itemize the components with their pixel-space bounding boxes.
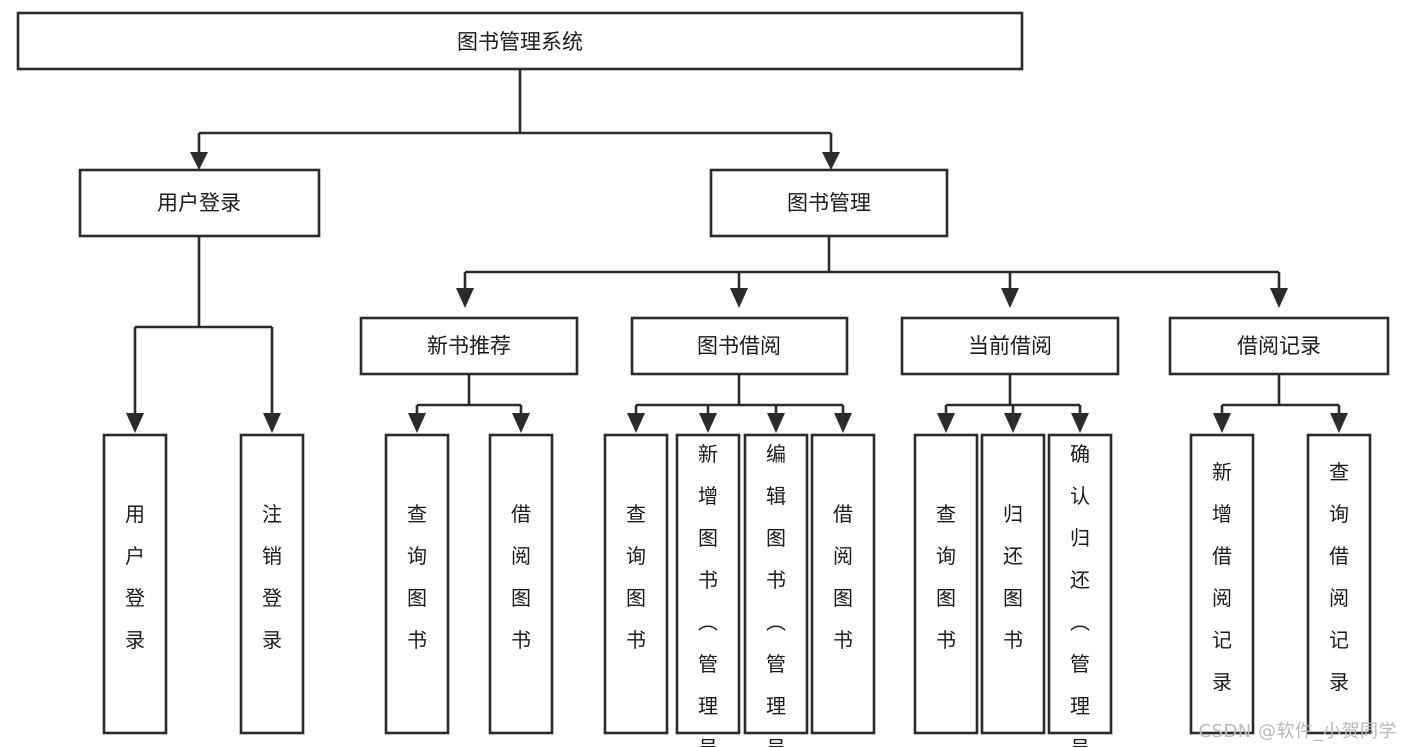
node-leaf-add-book-box[interactable] <box>675 433 741 735</box>
connector-bookborrow-to-children <box>634 374 845 413</box>
connector-newbook-to-children <box>415 374 523 413</box>
arrowhead-leaf-confirm-return <box>1071 413 1089 433</box>
node-leaf-return-book-label: 归还图书 <box>1003 502 1023 652</box>
node-leaf-query-book-2-label: 查询图书 <box>626 502 646 652</box>
leaf-node-group <box>102 433 1372 735</box>
node-leaf-edit-book-label: 编辑图书︵管理员︶ <box>766 442 786 747</box>
node-root[interactable]: 图书管理系统 <box>16 11 1024 71</box>
node-book-borrow[interactable]: 图书借阅 <box>630 316 849 376</box>
node-book-management-box[interactable] <box>709 168 949 238</box>
arrowhead-book-management <box>822 152 840 170</box>
node-leaf-borrow-book-2-box[interactable] <box>810 433 876 735</box>
connector-root-to-level1 <box>197 69 833 152</box>
arrowhead-borrow-record <box>1270 288 1288 308</box>
connector-bookmgmt-to-level2 <box>463 236 1281 288</box>
node-leaf-confirm-return-label: 确认归还︵管理员︶ <box>1070 442 1090 747</box>
connector-borrowrecord-to-children <box>1220 374 1341 413</box>
node-new-book-recommend-box[interactable] <box>359 316 579 376</box>
node-new-book-recommend[interactable]: 新书推荐 <box>359 316 579 376</box>
node-leaf-query-record-box[interactable] <box>1306 433 1372 735</box>
node-leaf-query-record-label: 查询借阅记录 <box>1329 460 1349 694</box>
node-leaf-logout-login-label: 注销登录 <box>262 502 282 652</box>
arrowhead-leaf-query-record <box>1330 413 1348 433</box>
node-leaf-query-book-3-box[interactable] <box>913 433 979 735</box>
node-book-borrow-label: 图书借阅 <box>697 334 781 358</box>
node-leaf-query-book-1-label: 查询图书 <box>407 502 427 652</box>
arrowhead-leaf-query-book-2 <box>627 413 645 433</box>
node-leaf-logout-login-box[interactable] <box>239 433 305 735</box>
arrowhead-leaf-add-book <box>699 413 717 433</box>
node-leaf-query-book-3-label: 查询图书 <box>936 502 956 652</box>
node-book-borrow-box[interactable] <box>630 316 849 376</box>
connector-userlogin-to-children <box>133 236 274 413</box>
node-new-book-recommend-label: 新书推荐 <box>427 334 511 358</box>
node-leaf-borrow-book-2-label: 借阅图书 <box>833 502 853 652</box>
node-leaf-add-book-label: 新增图书︵管理员︶ <box>698 442 718 747</box>
node-leaf-borrow-book-1-label: 借阅图书 <box>511 502 531 652</box>
arrowhead-new-book-recommend <box>456 288 474 308</box>
node-current-borrow-label: 当前借阅 <box>968 334 1052 358</box>
arrowhead-user-login <box>190 152 208 170</box>
node-leaf-query-book-1-box[interactable] <box>384 433 450 735</box>
arrowhead-leaf-query-book-1 <box>408 413 426 433</box>
node-book-management-label: 图书管理 <box>787 191 871 215</box>
node-root-box[interactable] <box>16 11 1024 71</box>
leaf-label-layer: 用户登录 注销登录 查询图书 借阅图书 查询图书 新增图书︵管理员︶ 编辑图书︵管理员︶ 借阅… <box>125 442 1349 747</box>
arrowhead-leaf-return-book <box>1004 413 1022 433</box>
arrowhead-leaf-query-book-3 <box>937 413 955 433</box>
node-leaf-user-login-box[interactable] <box>102 433 168 735</box>
connector-currentborrow-to-children <box>944 374 1082 413</box>
node-user-login[interactable]: 用户登录 <box>78 168 321 238</box>
node-leaf-user-login-label: 用户登录 <box>125 502 145 652</box>
node-root-label: 图书管理系统 <box>457 30 583 54</box>
arrowhead-current-borrow <box>1001 288 1019 308</box>
arrowhead-leaf-edit-book <box>767 413 785 433</box>
node-leaf-query-book-2-box[interactable] <box>603 433 669 735</box>
node-leaf-confirm-return-box[interactable] <box>1047 433 1113 735</box>
arrowhead-leaf-add-record <box>1213 413 1231 433</box>
node-leaf-add-record-box[interactable] <box>1189 433 1255 735</box>
node-borrow-record[interactable]: 借阅记录 <box>1168 316 1390 376</box>
arrowhead-leaf-borrow-book-2 <box>834 413 852 433</box>
arrowhead-leaf-borrow-book-1 <box>512 413 530 433</box>
node-leaf-add-record-label: 新增借阅记录 <box>1212 460 1232 694</box>
node-book-management[interactable]: 图书管理 <box>709 168 949 238</box>
arrowhead-leaf-user-login <box>126 413 144 433</box>
node-borrow-record-label: 借阅记录 <box>1237 334 1321 358</box>
node-leaf-edit-book-box[interactable] <box>743 433 809 735</box>
node-leaf-borrow-book-1-box[interactable] <box>488 433 554 735</box>
node-current-borrow-box[interactable] <box>900 316 1120 376</box>
node-current-borrow[interactable]: 当前借阅 <box>900 316 1120 376</box>
node-user-login-box[interactable] <box>78 168 321 238</box>
node-user-login-label: 用户登录 <box>157 191 241 215</box>
arrowhead-leaf-logout-login <box>263 413 281 433</box>
connector-layer <box>126 69 1348 433</box>
node-leaf-return-book-box[interactable] <box>980 433 1046 735</box>
node-borrow-record-box[interactable] <box>1168 316 1390 376</box>
arrowhead-book-borrow <box>730 288 748 308</box>
